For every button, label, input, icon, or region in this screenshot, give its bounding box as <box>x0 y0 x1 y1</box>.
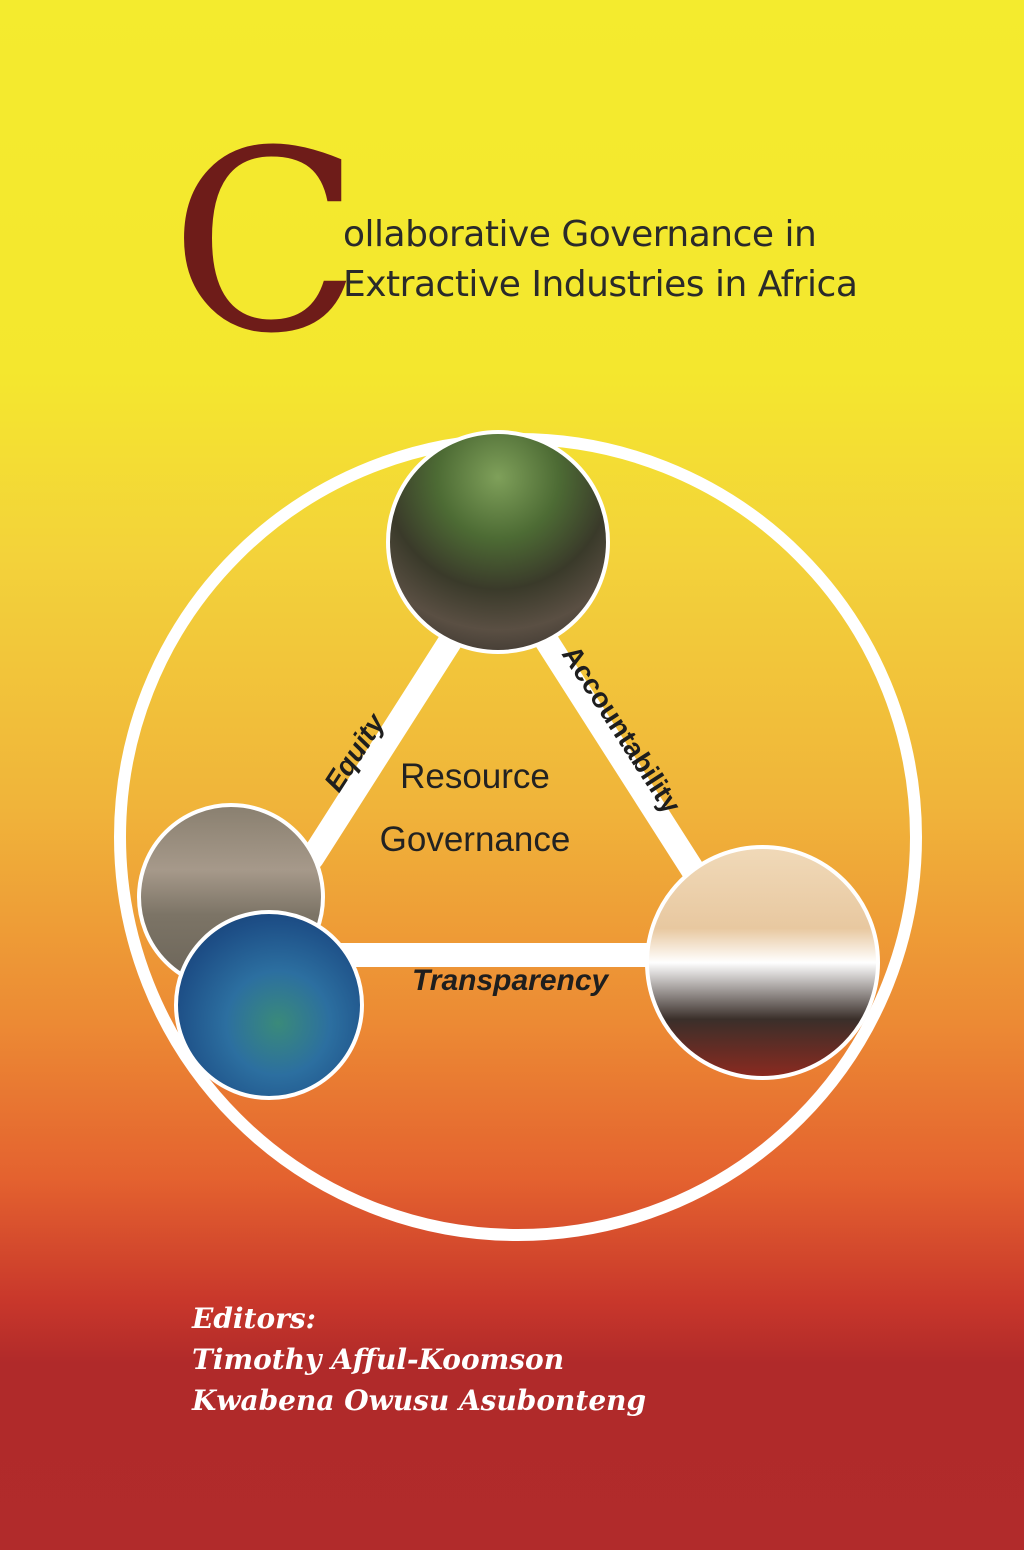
center-label-governance: Governance <box>379 820 571 859</box>
edge-label-transparency: Transparency <box>412 964 609 997</box>
editor-name-1: Timothy Afful-Koomson <box>192 1343 565 1376</box>
conference-meeting-photo <box>645 845 880 1080</box>
center-label-resource: Resource <box>400 757 550 796</box>
community-meeting-photo <box>386 430 610 654</box>
title-drop-cap: C <box>170 97 362 388</box>
title-line-1: ollaborative Governance in <box>343 214 817 255</box>
editor-name-2: Kwabena Owusu Asubonteng <box>192 1384 647 1417</box>
editors-block: Editors: Timothy Afful-Koomson Kwabena O… <box>192 1298 646 1421</box>
triangle-edge-left <box>300 603 479 870</box>
title-line-2: Extractive Industries in Africa <box>343 264 858 305</box>
oil-rig-photo <box>174 910 364 1100</box>
editors-heading: Editors: <box>192 1302 317 1335</box>
triangle-edge-right <box>518 603 724 912</box>
